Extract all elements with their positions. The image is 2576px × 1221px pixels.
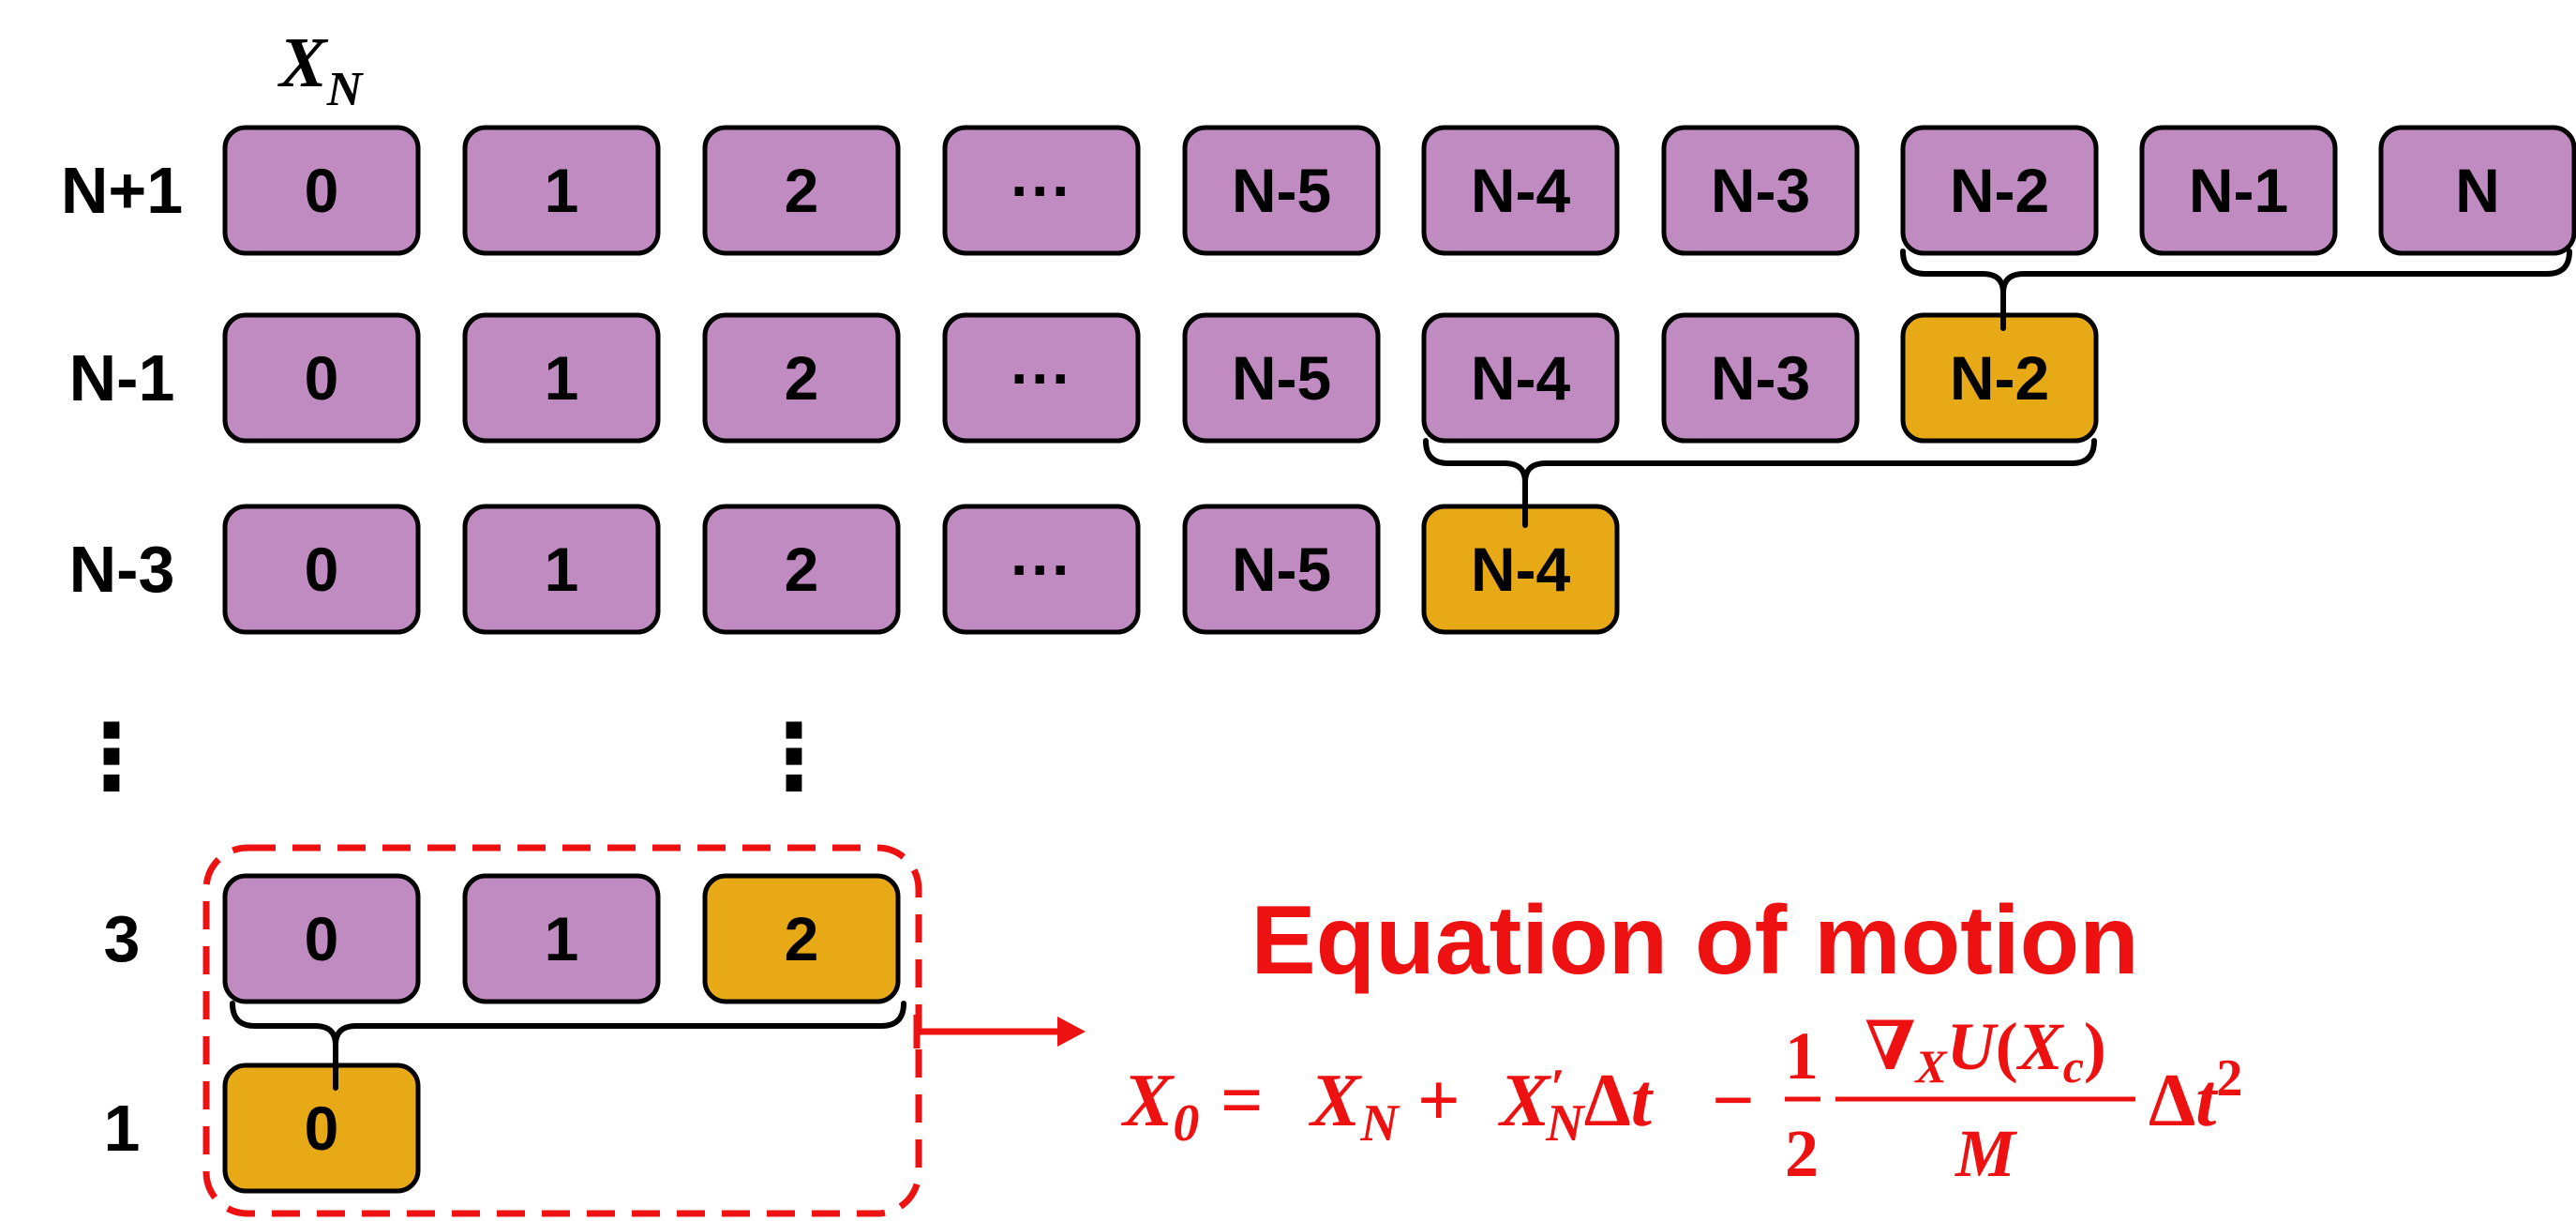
equation-term-xn: XN [1308, 1060, 1400, 1153]
grid-cell [702, 312, 901, 444]
highlighted-cell [1900, 312, 2099, 444]
cell-label: 1 [545, 343, 579, 413]
grid-cell [1182, 504, 1381, 635]
grid-cell [1421, 312, 1620, 444]
cell-label: 0 [305, 343, 339, 413]
cell-label: N [2455, 156, 2500, 225]
cell-label: N-2 [1950, 343, 2049, 413]
cell-label: 1 [545, 904, 579, 973]
cell-label: ··· [1011, 343, 1072, 413]
column-header-sub: N [326, 63, 365, 116]
highlighted-cell [1421, 504, 1620, 635]
grid-cell [222, 125, 421, 256]
column-ellipsis: ⋮ [749, 707, 839, 807]
column-header-main: X [277, 23, 329, 102]
cell-label: ··· [1011, 156, 1072, 225]
cell-label: 1 [545, 535, 579, 604]
grid-cell [462, 125, 661, 256]
equation-minus: − [1712, 1060, 1755, 1142]
cell-label: ··· [1011, 535, 1072, 604]
cell-label: N-3 [1711, 156, 1810, 225]
cell-label: N-3 [1711, 343, 1810, 413]
equation-title: Equation of motion [1251, 886, 2138, 995]
equation: X0 = XN + X′NΔt − 1 2 ∇XU(Xc) M Δt2 [1120, 1009, 2242, 1191]
cell-label: 1 [545, 156, 579, 225]
cell-label: N-5 [1232, 343, 1331, 413]
equation-half-den: 2 [1785, 1116, 1819, 1191]
grid-row: 3 0 1 2 [104, 873, 901, 1004]
equation-dt-squared: Δt2 [2149, 1049, 2242, 1142]
grid-cell [942, 125, 1141, 256]
grid-cell [462, 873, 661, 1004]
grid-cell [222, 504, 421, 635]
arrowhead-icon [1057, 1017, 1086, 1047]
grid-cell [222, 312, 421, 444]
grid-cell [1421, 125, 1620, 256]
grid-cell [462, 504, 661, 635]
grid-cell [1182, 125, 1381, 256]
equation-plus: + [1417, 1060, 1460, 1142]
row-label: N-1 [69, 341, 175, 415]
cell-label: 0 [305, 156, 339, 225]
grid-cell [2378, 125, 2576, 256]
grid-cell [942, 504, 1141, 635]
cell-label: N-5 [1232, 156, 1331, 225]
cell-label: N-1 [2189, 156, 2288, 225]
column-header: XN [277, 23, 365, 116]
grid-cell [702, 504, 901, 635]
grid-cell [702, 125, 901, 256]
row-ellipsis: ⋮ [67, 707, 157, 807]
cell-label: 0 [305, 535, 339, 604]
equation-gradient-den: M [1954, 1116, 2018, 1191]
grid-row: N-1 0 1 2 ··· N-5 N-4 N-3 N-2 [69, 312, 2099, 444]
cell-label: 2 [785, 343, 819, 413]
cell-label: 0 [305, 1093, 339, 1163]
cell-label: 2 [785, 156, 819, 225]
grid-row: N+1 0 1 2 ··· N-5 N-4 N-3 N-2 N-1 N [61, 125, 2576, 256]
cell-label: N-4 [1471, 156, 1571, 225]
cell-label: 0 [305, 904, 339, 973]
cell-label: N-5 [1232, 535, 1331, 604]
grid-cell [942, 312, 1141, 444]
row-label: N-3 [69, 533, 175, 606]
equation-equals: = [1221, 1060, 1264, 1142]
equation-term-velocity: X′NΔt [1497, 1059, 1655, 1153]
grid-cell [1661, 312, 1860, 444]
brace-zero [230, 1001, 906, 1091]
highlighted-cell [222, 1063, 421, 1194]
brace-n-minus-2 [1900, 249, 2572, 331]
brace-n-minus-4 [1423, 438, 2097, 528]
grid-cell [2139, 125, 2338, 256]
cell-label: 2 [785, 535, 819, 604]
row-label: 1 [104, 1092, 141, 1165]
grid-cell [1900, 125, 2099, 256]
cell-label: 2 [785, 904, 819, 973]
equation-half-num: 1 [1785, 1018, 1819, 1093]
grid-cell [222, 873, 421, 1004]
equation-gradient-num: ∇XU(Xc) [1865, 1009, 2106, 1093]
cell-label: N-4 [1471, 343, 1571, 413]
grid-cell [1182, 312, 1381, 444]
row-label: 3 [104, 902, 141, 975]
cell-label: N-2 [1950, 156, 2049, 225]
grid-row: N-3 0 1 2 ··· N-5 N-4 [69, 504, 1620, 635]
row-label: N+1 [61, 154, 183, 227]
grid-cell [462, 312, 661, 444]
equation-lhs: X0 [1120, 1060, 1199, 1153]
grid-cell [1661, 125, 1860, 256]
highlighted-cell [702, 873, 901, 1004]
cell-label: N-4 [1471, 535, 1571, 604]
